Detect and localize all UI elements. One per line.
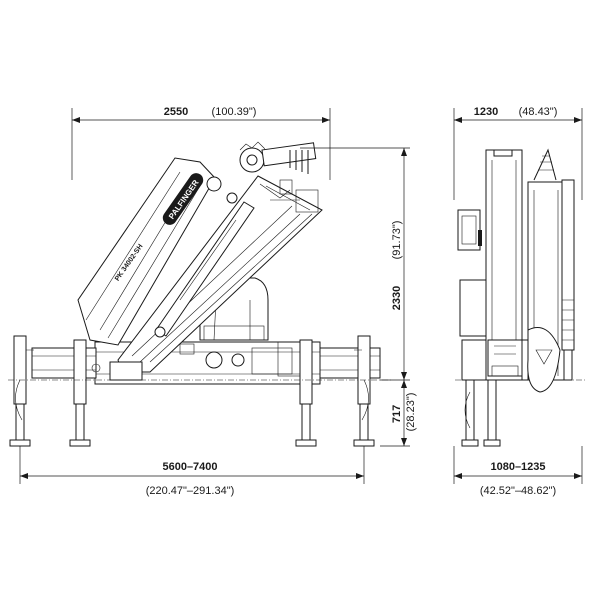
side-span-in: (42.52"–48.62")	[480, 485, 556, 497]
side-slew-gear	[527, 327, 561, 393]
top-width-in: (100.39")	[212, 106, 257, 118]
right-outrigger-beam	[319, 347, 381, 379]
side-width-mm: 1230	[474, 106, 498, 118]
stabilizer-legs	[9, 335, 375, 447]
top-width-mm: 2550	[164, 106, 188, 118]
outrigger-span-in: (220.47"–291.34")	[146, 485, 235, 497]
side-span-mm: 1080–1235	[490, 461, 545, 473]
front-view: PALFINGER PK 34002-SH	[8, 141, 392, 447]
control-block	[109, 361, 143, 381]
side-valve-block	[487, 339, 523, 377]
leg-height-mm: 717	[391, 405, 403, 423]
front-dimensions: 2550 (100.39") 2330 (91.73") 717 (28.23"…	[19, 106, 417, 497]
height-mm: 2330	[391, 286, 403, 310]
side-view	[455, 148, 585, 447]
side-width-in: (48.43")	[519, 106, 558, 118]
base-bore	[205, 351, 223, 369]
outrigger-span-mm: 5600–7400	[162, 461, 217, 473]
lift-cylinder	[154, 201, 255, 338]
side-dimensions: 1230 (48.43") 1080–1235 (42.52"–48.62")	[453, 106, 583, 497]
leg-height-in: (28.23")	[405, 393, 417, 432]
height-in: (91.73")	[391, 221, 403, 260]
